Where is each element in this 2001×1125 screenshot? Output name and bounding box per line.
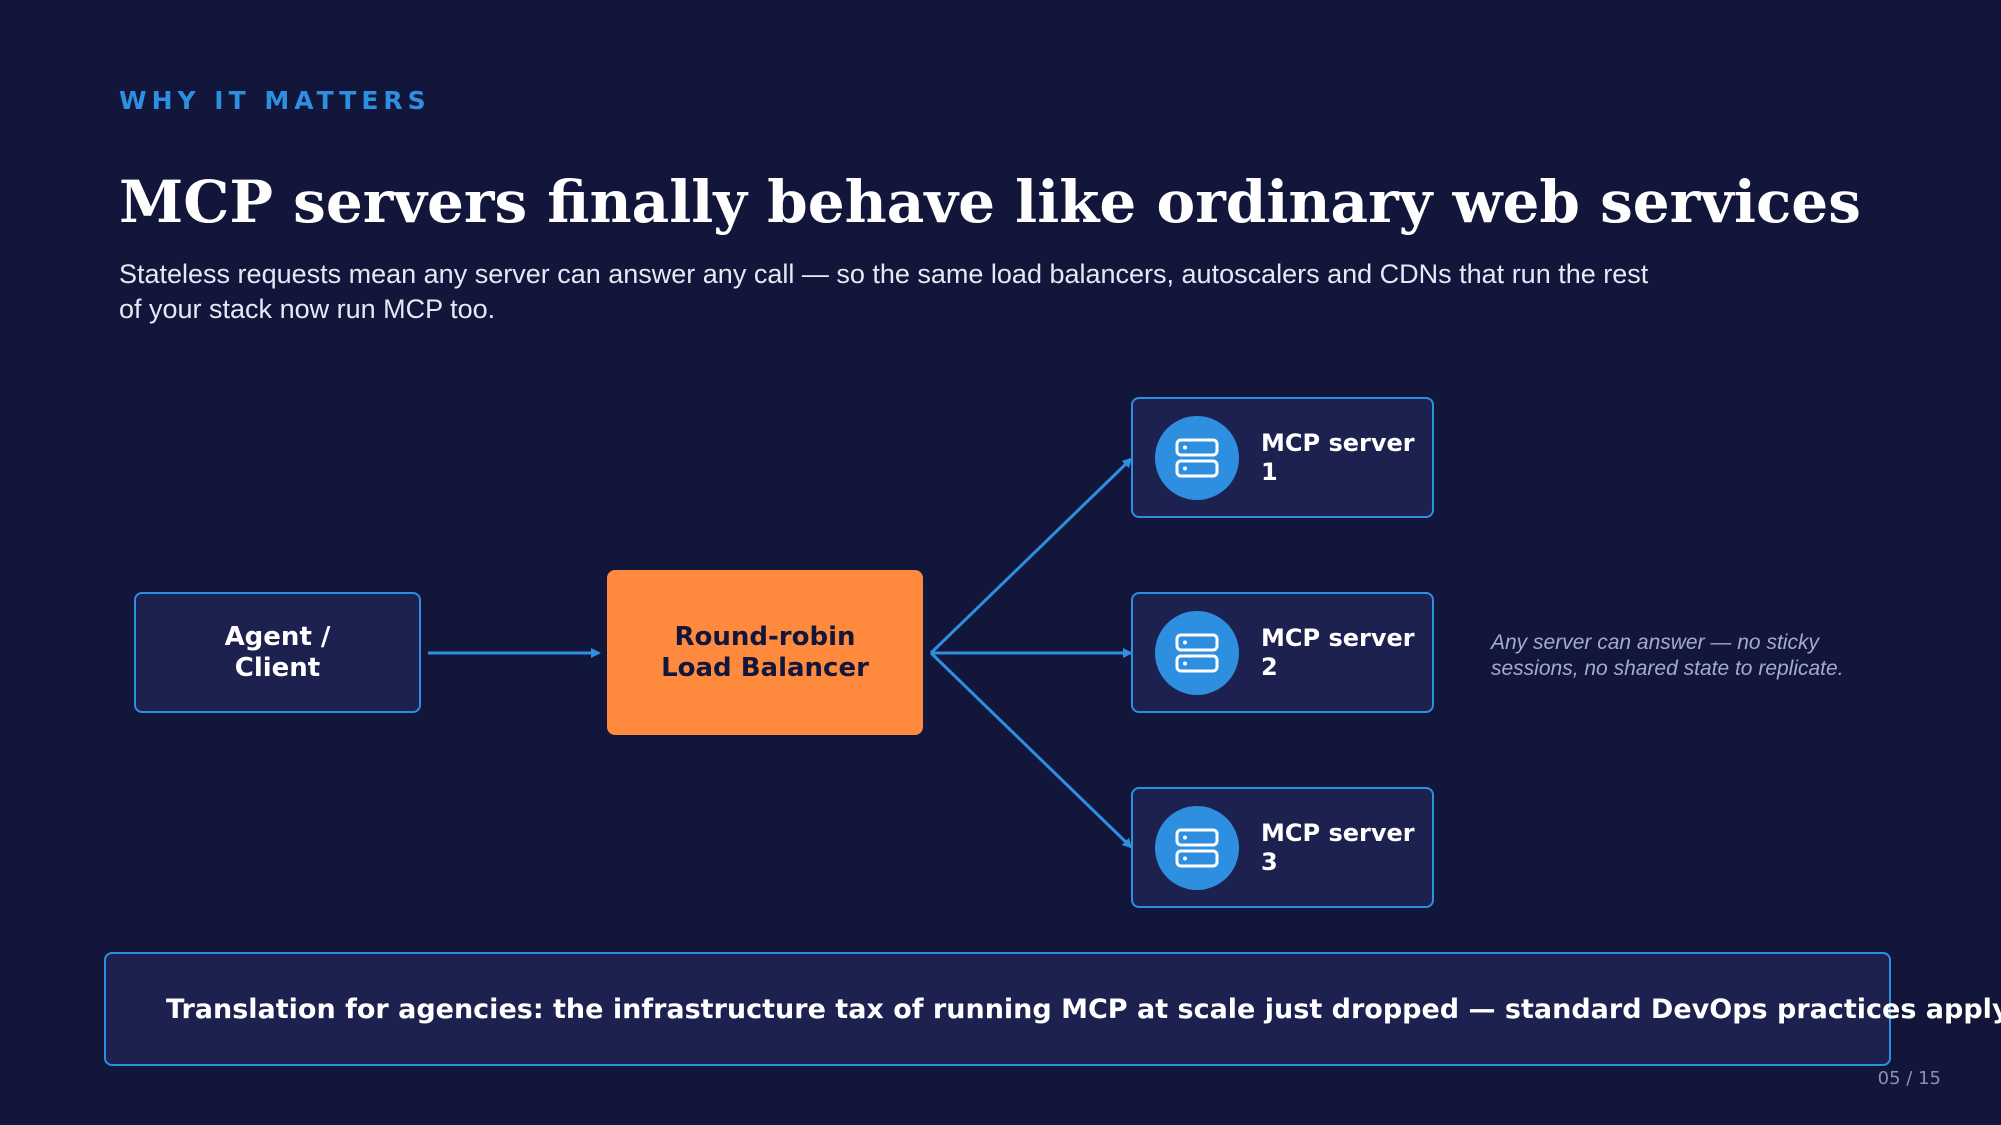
load-balancer-node: Round-robin Load Balancer: [607, 570, 923, 735]
mcp-server-1-node: MCP server 1: [1131, 397, 1434, 518]
subtitle-line-2: of your stack now run MCP too.: [119, 294, 496, 324]
slide-title: MCP servers finally behave like ordinary…: [119, 168, 1861, 236]
mcp-server-1-label: MCP server 1: [1261, 429, 1415, 486]
page-indicator: 05 / 15: [1877, 1068, 1941, 1089]
arrow-lb-to-server-1: [929, 457, 1133, 655]
load-balancer-label: Round-robin Load Balancer: [661, 621, 869, 683]
mcp-server-2-label: MCP server 2: [1261, 624, 1415, 681]
mcp-server-2-node: MCP server 2: [1131, 592, 1434, 713]
server-icon: [1155, 611, 1239, 695]
agent-client-label: Agent / Client: [224, 621, 331, 683]
arrow-lb-to-server-3: [929, 651, 1133, 849]
agent-client-node: Agent / Client: [134, 592, 421, 713]
side-note: Any server can answer — no sticky sessio…: [1491, 630, 1891, 682]
takeaway-callout: Translation for agencies: the infrastruc…: [104, 952, 2001, 1066]
server-icon: [1155, 416, 1239, 500]
takeaway-text: Translation for agencies: the infrastruc…: [166, 993, 2001, 1025]
server-icon: [1155, 806, 1239, 890]
slide-subtitle: Stateless requests mean any server can a…: [119, 257, 1799, 327]
mcp-server-3-node: MCP server 3: [1131, 787, 1434, 908]
side-note-line-1: Any server can answer — no sticky: [1491, 631, 1819, 654]
side-note-line-2: sessions, no shared state to replicate.: [1491, 657, 1844, 680]
subtitle-line-1: Stateless requests mean any server can a…: [119, 259, 1649, 289]
section-eyebrow: WHY IT MATTERS: [119, 86, 431, 115]
mcp-server-3-label: MCP server 3: [1261, 819, 1415, 876]
